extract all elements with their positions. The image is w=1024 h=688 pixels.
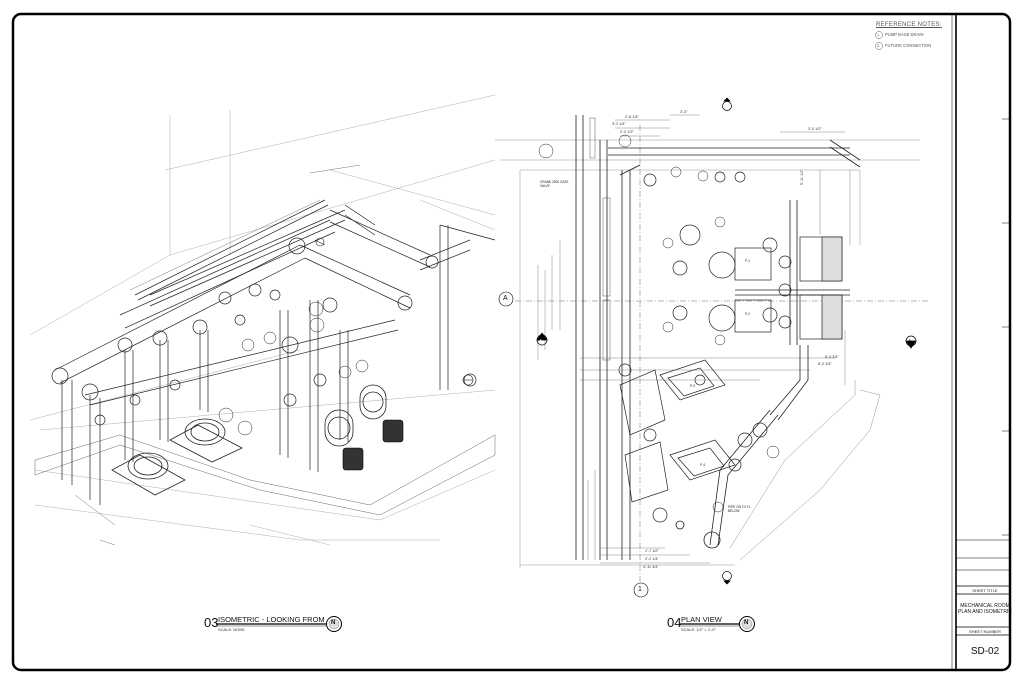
equipment-tag: P-4 bbox=[700, 463, 705, 467]
dim-label: 1'-7 1/2" bbox=[645, 549, 659, 553]
plan-view-scale: SCALE: 1/2" = 1'-0" bbox=[681, 627, 716, 632]
hatched-supports bbox=[589, 117, 611, 361]
section-label-left: E bbox=[540, 338, 543, 342]
sheet-border bbox=[11, 12, 1012, 672]
title-block-boxes bbox=[956, 585, 1010, 636]
reference-notes-title: REFERENCE NOTES: bbox=[876, 22, 942, 28]
note-marker-label: 1 bbox=[877, 32, 880, 37]
dim-label: 2'-0 1/2" bbox=[620, 130, 634, 134]
north-label: N bbox=[331, 620, 336, 626]
pipe-note: PIPE ON TO FL BELOW bbox=[728, 505, 751, 513]
grid-label-1: 1 bbox=[638, 586, 642, 593]
sheet-title-label: SHEET TITLE bbox=[972, 588, 998, 593]
section-markers bbox=[536, 97, 917, 585]
note-marker-label: 2 bbox=[877, 43, 880, 48]
reference-note-text: FUTURE CONNECTION bbox=[885, 43, 932, 48]
dim-label: 3'-0 1/2" bbox=[808, 127, 822, 131]
grid-bubble-1 bbox=[633, 582, 649, 598]
dim-label: 5'-11 1/2" bbox=[800, 169, 804, 185]
reference-note-text: PUMP BASE DRAIN bbox=[885, 32, 924, 37]
note-marker-1 bbox=[875, 31, 883, 39]
plan-view-title: PLAN VIEW bbox=[681, 615, 722, 624]
dim-label: 3'-3" bbox=[680, 110, 688, 114]
iso-room-outline bbox=[29, 94, 496, 546]
sheet-number-label: SHEET NUMBER bbox=[969, 629, 1001, 634]
note-marker-2 bbox=[875, 42, 883, 50]
valve-note: CRANE 3000 GATE VALVE bbox=[540, 180, 569, 188]
isometric-view bbox=[29, 94, 496, 546]
reference-note-2: FUTURE CONNECTION bbox=[885, 43, 931, 48]
dim-label: 8'-4 3/4" bbox=[825, 355, 839, 359]
dim-label: 2'-2 1/4" bbox=[645, 557, 659, 561]
reference-note-1: PUMP BASE DRAIN bbox=[885, 32, 924, 37]
sheet-number-value: SD-02 bbox=[970, 646, 1000, 657]
dim-label: 3'-2 1/4" bbox=[612, 122, 626, 126]
iso-view-scale: SCALE: NONE bbox=[218, 627, 245, 632]
iso-view-title: ISOMETRIC - LOOKING FROM bbox=[218, 615, 325, 624]
equipment-tag: P-2 bbox=[745, 312, 750, 316]
section-label-right: E bbox=[909, 338, 912, 342]
dim-label: 2'-8 1/4" bbox=[625, 115, 639, 119]
grid-label-a: A bbox=[503, 295, 508, 302]
north-label: N bbox=[744, 620, 749, 626]
sheet-title-value: MECHANICAL ROOM PLAN AND ISOMETRIC bbox=[958, 603, 1012, 615]
dim-label: 4'-11 3/4" bbox=[643, 565, 659, 569]
equipment-tag: P-1 bbox=[745, 259, 750, 263]
iso-view-number: 03 bbox=[204, 615, 219, 630]
grid-bubble-a bbox=[498, 291, 514, 307]
dim-label: 8'-2 3/4" bbox=[818, 362, 832, 366]
title-block-ticks bbox=[956, 118, 1010, 571]
equipment-tag: P-3 bbox=[690, 384, 695, 388]
plan-view-number: 04 bbox=[667, 615, 682, 630]
